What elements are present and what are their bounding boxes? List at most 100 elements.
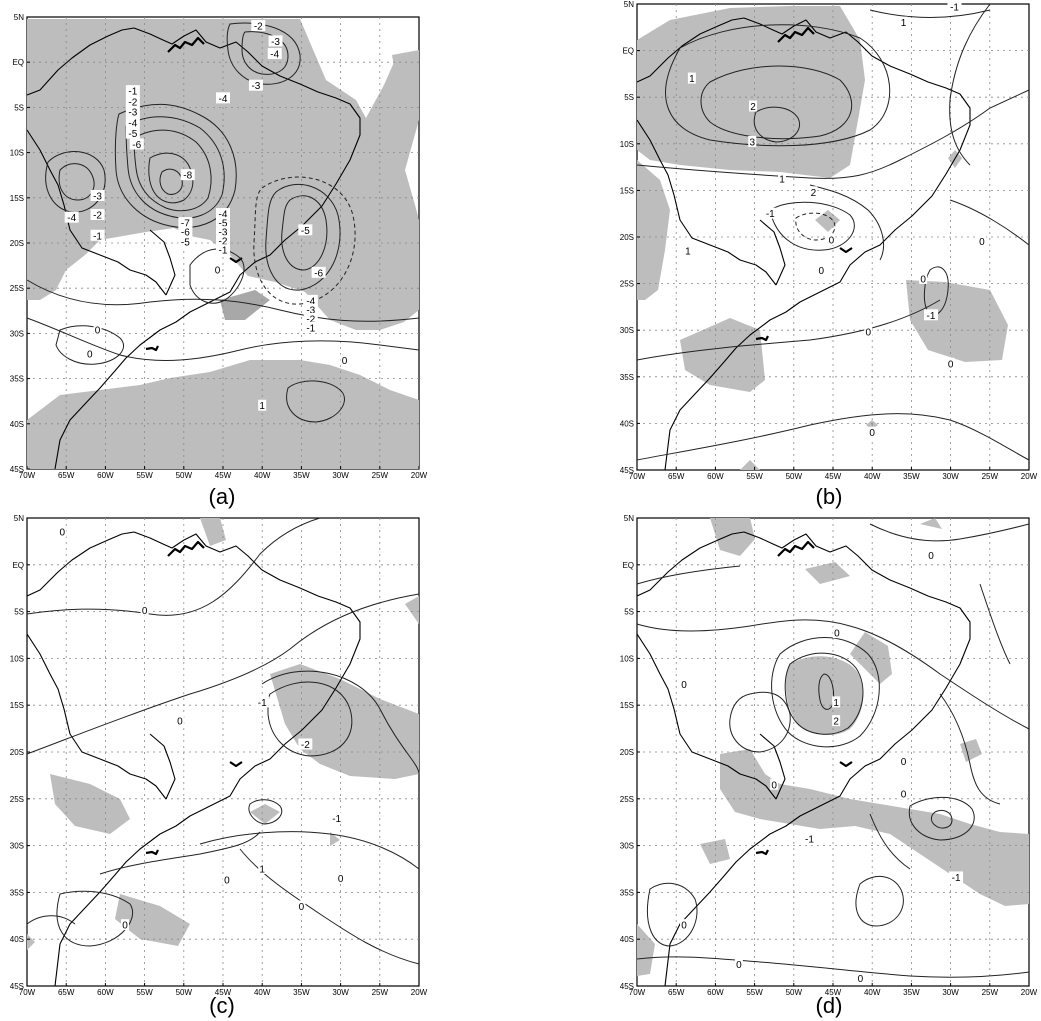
contour-label: 0	[87, 350, 93, 361]
contours	[636, 3, 1030, 461]
contour-label-bg	[311, 266, 326, 278]
lon-tick-label: 60W	[707, 988, 724, 997]
lon-tick-label: 25W	[982, 988, 999, 997]
contour-label: 0	[901, 757, 907, 768]
shaded-region-west	[50, 774, 130, 834]
shaded-region-center	[250, 804, 280, 824]
contour-label-bg	[255, 696, 270, 708]
lat-tick-label: 5N	[14, 514, 24, 523]
contour-label: 0	[979, 237, 985, 248]
contour-label-bg	[125, 95, 140, 107]
grid-lines	[637, 518, 1029, 986]
contour-label: -4	[219, 94, 228, 105]
lat-tick-label: 10S	[620, 140, 634, 149]
contour-label-bg	[58, 526, 67, 538]
lon-tick-label: 20W	[411, 471, 428, 480]
contour-label: 0	[948, 359, 954, 370]
contour-label: 0	[177, 717, 183, 728]
contour-label: 1	[779, 175, 785, 186]
panel-caption: (c)	[209, 993, 235, 1018]
lat-tick-label: 15S	[10, 701, 24, 710]
lon-tick-label: 45W	[215, 471, 232, 480]
lat-tick-label: EQ	[622, 47, 634, 56]
contour-label: -1	[258, 698, 267, 709]
contour-label: -1	[219, 246, 228, 257]
contour-label-bg	[809, 186, 818, 198]
contour-labels: -2-3-4-4-3-1-2-3-4-5-6-8-3-4-2-1-7-6-5-4…	[64, 20, 349, 412]
lon-tick-label: 25W	[372, 471, 389, 480]
contour-label-bg	[687, 72, 696, 84]
contour-label-bg	[85, 348, 94, 360]
contour-label: -5	[128, 129, 137, 140]
lat-tick-label: 15S	[10, 194, 24, 203]
lat-tick-label: 40S	[620, 419, 634, 428]
coastline	[636, 17, 971, 471]
contour-label-bg	[817, 264, 826, 276]
contour-label-bg	[258, 863, 267, 874]
contour-label-bg	[303, 294, 318, 306]
shaded-region-south	[680, 318, 765, 392]
shaded-region-left	[637, 924, 655, 976]
contour-label: 3	[749, 137, 755, 148]
contour-label: 0	[869, 428, 875, 439]
contour-label: -2	[93, 210, 102, 221]
contour-label-bg	[927, 549, 935, 561]
contour-label: -7	[181, 219, 190, 230]
lon-tick-label: 40W	[254, 988, 271, 997]
lat-tick-label: 35S	[620, 888, 634, 897]
lat-tick-label: 30S	[620, 326, 634, 335]
contour-label-bg	[977, 235, 986, 247]
contour-label: -5	[181, 238, 190, 249]
lat-tick-label: 5S	[624, 608, 634, 617]
contour-label: 0	[834, 629, 840, 640]
contour-label-bg	[180, 169, 195, 181]
contour-label: 0	[338, 874, 344, 885]
lat-tick-label: 20S	[620, 748, 634, 757]
contour-label: -2	[128, 97, 137, 108]
lat-tick-label: 40S	[10, 935, 24, 944]
lon-tick-label: 70W	[19, 988, 36, 997]
contour-label: -3	[271, 37, 280, 48]
lon-tick-label: 50W	[176, 988, 193, 997]
lon-tick-label: 70W	[19, 471, 36, 480]
contour-label-bg	[216, 92, 230, 104]
lon-tick-label: 55W	[136, 988, 153, 997]
lat-tick-label: 30S	[10, 329, 24, 338]
lon-tick-label: 40W	[864, 472, 881, 481]
contour-label: -4	[128, 118, 137, 129]
contour-label-bg	[864, 326, 873, 338]
contour-label-bg	[749, 100, 758, 112]
contour-label: -1	[952, 873, 961, 884]
lat-tick-label: 45S	[620, 466, 634, 475]
shaded-region-topright	[920, 518, 942, 529]
contour-label-bg	[827, 233, 836, 245]
contour-label: 0	[865, 328, 871, 339]
contour-label: 0	[818, 266, 824, 277]
contour-label-bg	[297, 900, 306, 912]
contour-label: -1	[128, 87, 137, 98]
contour-label-bg	[125, 127, 140, 139]
panel-caption: (b)	[815, 484, 843, 509]
lat-tick-label: 40S	[620, 935, 634, 944]
contour-label: 0	[224, 876, 230, 887]
contour-label: 0	[920, 274, 926, 285]
lon-tick-label: 50W	[176, 471, 193, 480]
contour-label: -5	[219, 219, 228, 230]
contour-label: -3	[93, 191, 102, 202]
panel-caption: (d)	[815, 993, 843, 1018]
contour-label-bg	[125, 116, 140, 128]
contour-label: -1	[950, 2, 959, 13]
contour-label-bg	[178, 226, 193, 238]
lat-tick-label: 5N	[624, 514, 634, 523]
contour-label: 0	[142, 606, 148, 617]
shaded-region-se	[220, 290, 270, 320]
shaded-region-se	[330, 832, 340, 846]
contour-label-bg	[856, 972, 865, 984]
contour-label-bg	[251, 20, 266, 32]
